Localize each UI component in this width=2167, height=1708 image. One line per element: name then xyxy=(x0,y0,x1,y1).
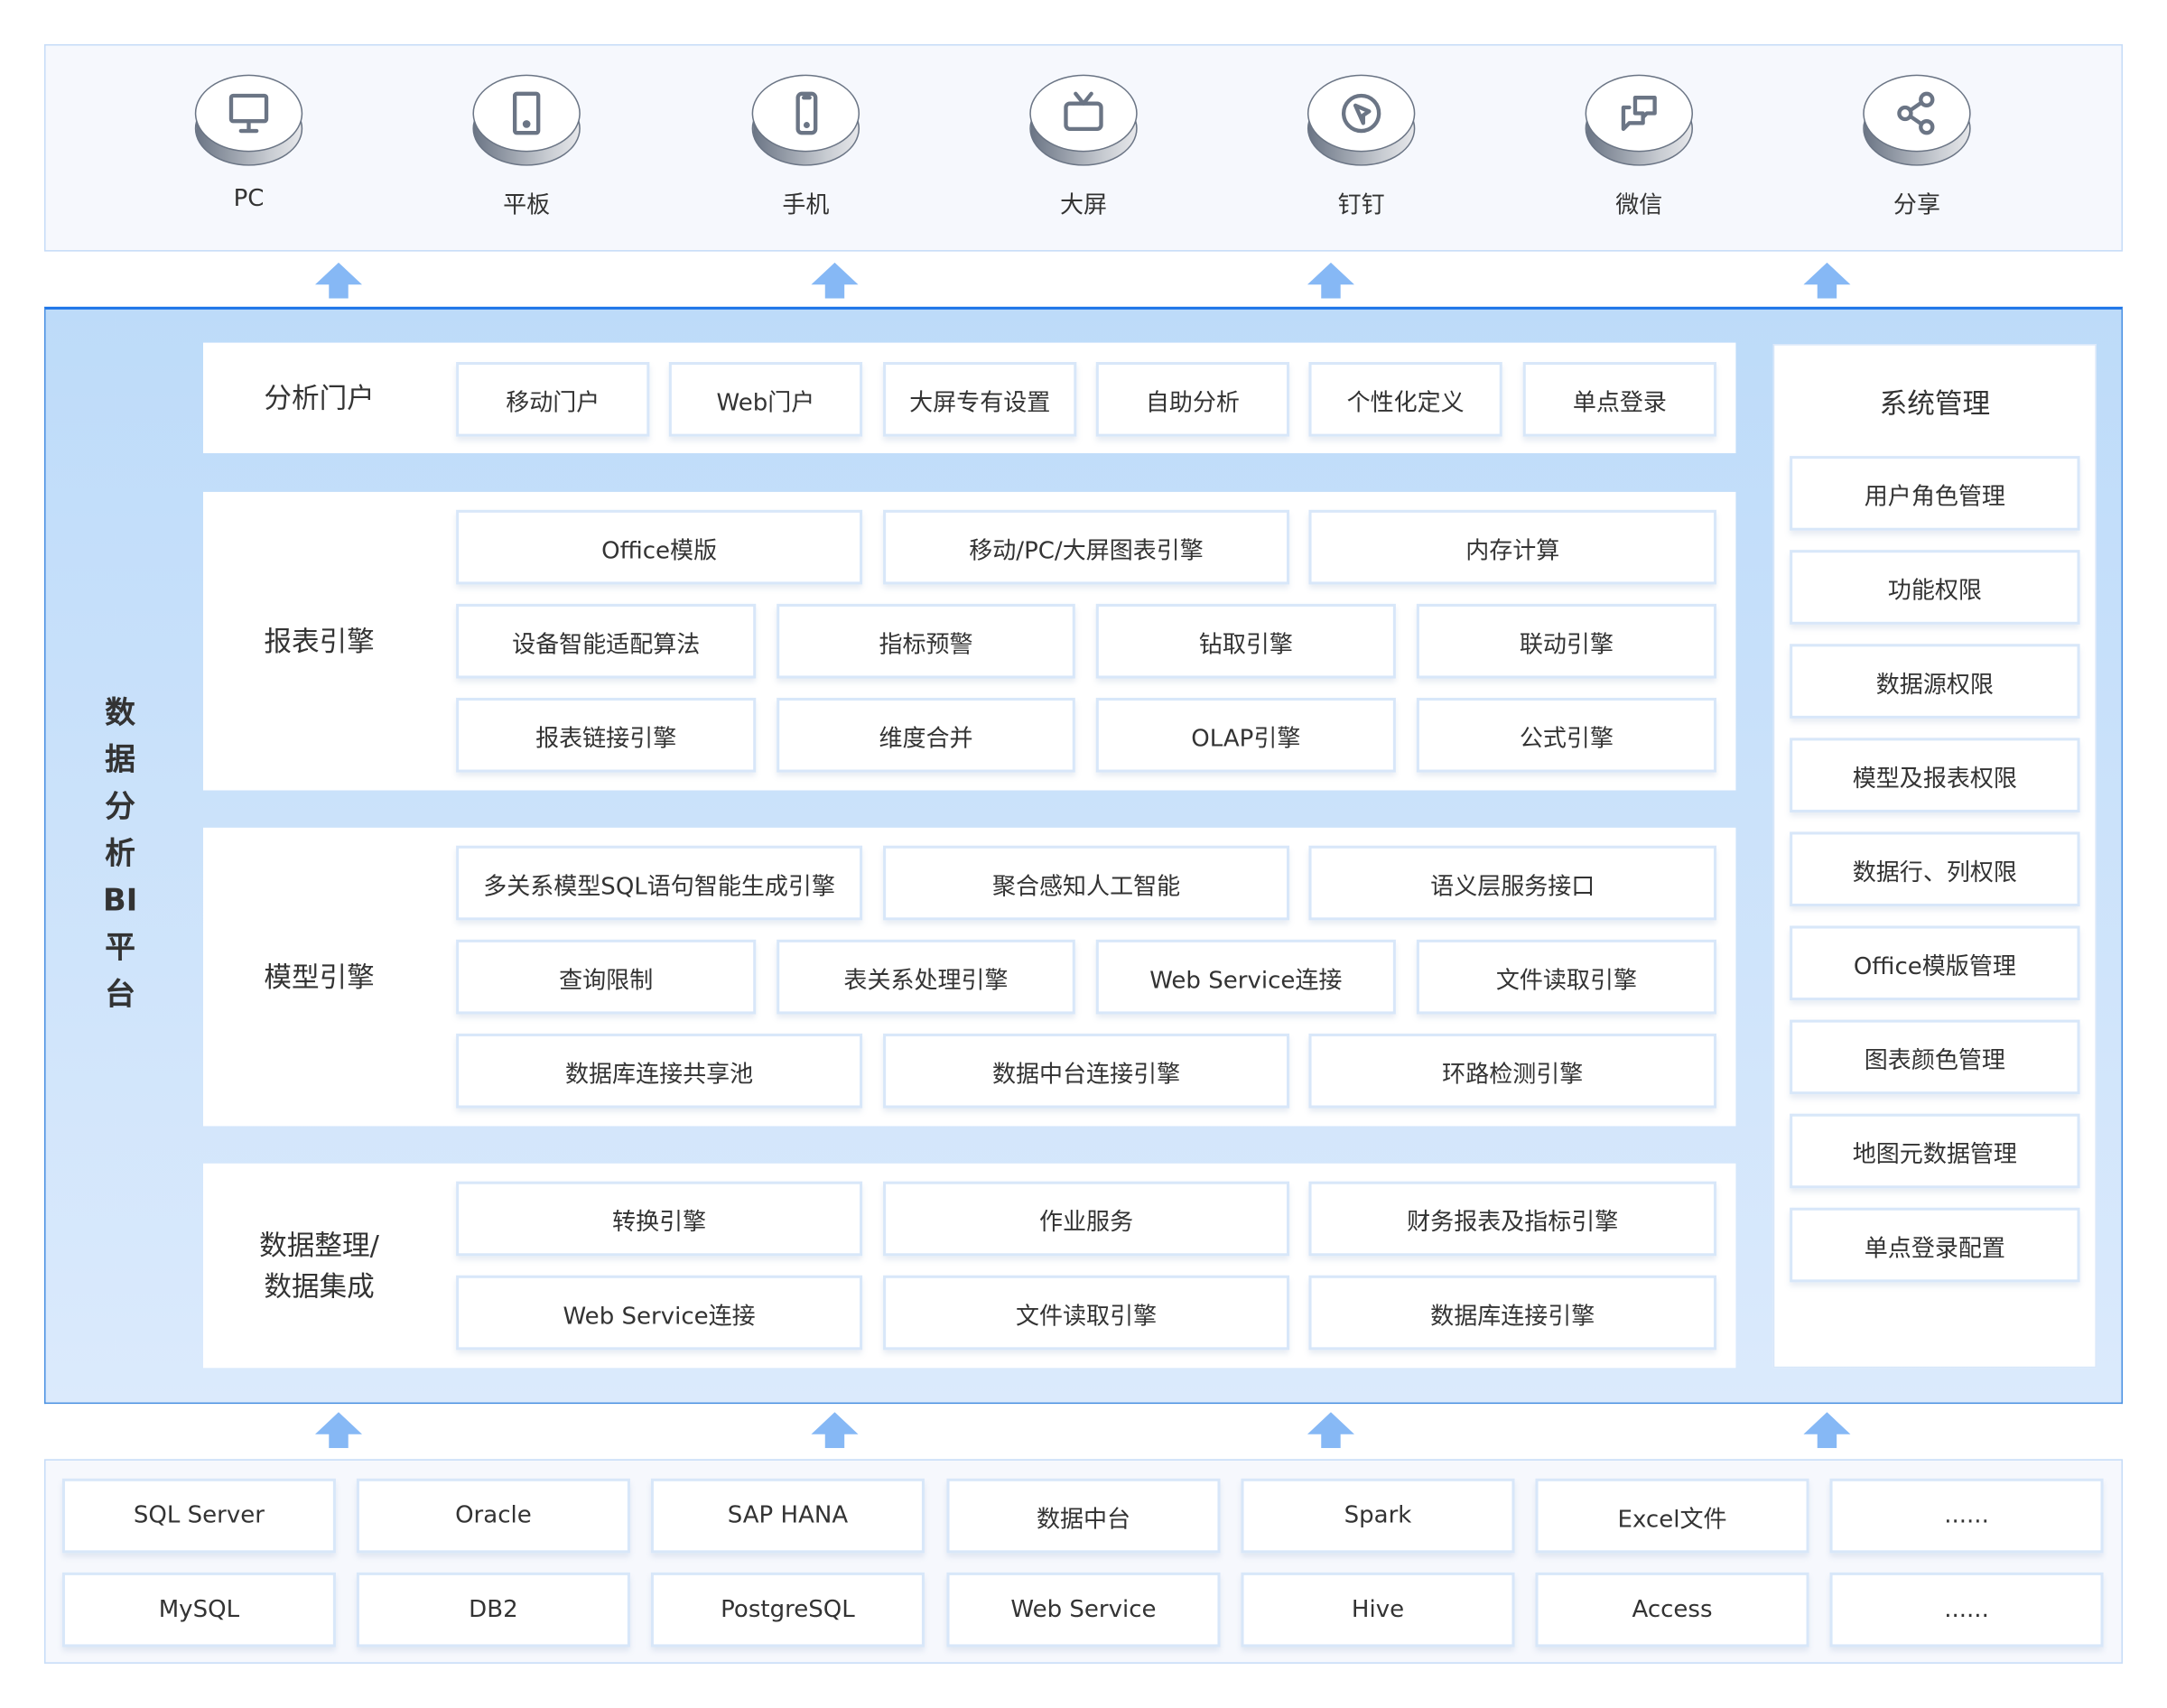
device-label: PC xyxy=(233,185,265,213)
system-management-title: 系统管理 xyxy=(1879,386,1991,421)
module-box: 财务报表及指标引擎 xyxy=(1308,1181,1717,1257)
module-box: 移动/PC/大屏图表引擎 xyxy=(883,509,1290,585)
module-box: 多关系模型SQL语句智能生成引擎 xyxy=(456,845,863,921)
module-box: 环路检测引擎 xyxy=(1308,1033,1717,1109)
section-label: 报表引擎 xyxy=(264,624,375,658)
module-box: 维度合并 xyxy=(777,697,1075,773)
data-source-box: Access xyxy=(1535,1572,1809,1648)
device-label: 钉钉 xyxy=(1337,191,1385,220)
chat-icon xyxy=(1585,74,1693,166)
system-item: 用户角色管理 xyxy=(1790,456,2080,531)
module-box: 内存计算 xyxy=(1308,509,1717,585)
up-arrow-icon xyxy=(314,262,363,299)
system-item: Office模版管理 xyxy=(1790,925,2080,1001)
device-label: 微信 xyxy=(1615,191,1663,220)
module-box: 查询限制 xyxy=(456,939,757,1015)
module-box: 公式引擎 xyxy=(1416,697,1717,773)
data-source-box: Web Service xyxy=(946,1572,1221,1648)
module-box: 钻取引擎 xyxy=(1095,603,1396,679)
module-box: 单点登录 xyxy=(1522,362,1717,437)
system-item: 数据源权限 xyxy=(1790,644,2080,719)
module-box: 数据中台连接引擎 xyxy=(883,1033,1290,1109)
data-source-box: DB2 xyxy=(356,1572,630,1648)
module-box: 文件读取引擎 xyxy=(883,1275,1290,1351)
module-box: 聚合感知人工智能 xyxy=(883,845,1290,921)
platform-title: 数 据 分 析 BI 平 台 xyxy=(103,696,138,1013)
module-box: 移动门户 xyxy=(456,362,650,437)
section-label: 数据整理/ 数据集成 xyxy=(259,1228,379,1304)
module-box: Office模版 xyxy=(456,509,863,585)
module-box: Web门户 xyxy=(668,362,863,437)
module-box: 设备智能适配算法 xyxy=(456,603,757,679)
system-item: 功能权限 xyxy=(1790,550,2080,625)
data-source-box: SAP HANA xyxy=(650,1478,925,1554)
module-box: 转换引擎 xyxy=(456,1181,863,1257)
data-source-box: Oracle xyxy=(356,1478,630,1554)
module-box: 指标预警 xyxy=(777,603,1075,679)
up-arrow-icon xyxy=(1307,1412,1354,1449)
device-1: 平板 xyxy=(471,74,581,220)
system-item: 地图元数据管理 xyxy=(1790,1113,2080,1189)
share-icon xyxy=(1863,74,1971,166)
module-box: 报表链接引擎 xyxy=(456,697,757,773)
dingtalk-icon xyxy=(1307,74,1416,166)
data-source-box: SQL Server xyxy=(61,1478,336,1554)
monitor-icon xyxy=(194,74,303,166)
up-arrow-icon xyxy=(811,262,859,299)
module-box: 自助分析 xyxy=(1095,362,1290,437)
up-arrow-icon xyxy=(811,1412,859,1449)
device-4: 钉钉 xyxy=(1306,74,1416,220)
section-label: 分析门户 xyxy=(264,381,375,415)
module-box: Web Service连接 xyxy=(456,1275,863,1351)
data-source-box: MySQL xyxy=(61,1572,336,1648)
module-box: OLAP引擎 xyxy=(1095,697,1396,773)
module-box: 数据库连接共享池 xyxy=(456,1033,863,1109)
up-arrow-icon xyxy=(314,1412,363,1449)
up-arrow-icon xyxy=(1803,262,1851,299)
system-item: 数据行、列权限 xyxy=(1790,831,2080,907)
system-item: 单点登录配置 xyxy=(1790,1207,2080,1283)
tv-icon xyxy=(1029,74,1138,166)
module-box: 表关系处理引擎 xyxy=(777,939,1075,1015)
data-source-box: Excel文件 xyxy=(1535,1478,1809,1554)
device-3: 大屏 xyxy=(1028,74,1139,220)
system-item: 模型及报表权限 xyxy=(1790,738,2080,812)
module-box: 大屏专有设置 xyxy=(883,362,1077,437)
module-box: Web Service连接 xyxy=(1095,939,1396,1015)
device-label: 平板 xyxy=(503,191,551,220)
module-box: 联动引擎 xyxy=(1416,603,1717,679)
data-source-box: 数据中台 xyxy=(946,1478,1221,1554)
device-label: 分享 xyxy=(1893,191,1940,220)
tablet-icon xyxy=(472,74,581,166)
data-source-box: ...... xyxy=(1829,1572,2104,1648)
data-source-box: PostgreSQL xyxy=(650,1572,925,1648)
module-box: 个性化定义 xyxy=(1308,362,1502,437)
up-arrow-icon xyxy=(1307,262,1354,299)
device-0: PC xyxy=(193,74,303,213)
phone-icon xyxy=(751,74,860,166)
data-source-box: Hive xyxy=(1241,1572,1515,1648)
system-item: 图表颜色管理 xyxy=(1790,1019,2080,1095)
device-5: 微信 xyxy=(1584,74,1694,220)
device-label: 手机 xyxy=(782,191,830,220)
device-label: 大屏 xyxy=(1059,191,1108,220)
data-source-box: Spark xyxy=(1241,1478,1515,1554)
section-label: 模型引擎 xyxy=(264,960,375,994)
device-6: 分享 xyxy=(1862,74,1972,220)
module-box: 数据库连接引擎 xyxy=(1308,1275,1717,1351)
up-arrow-icon xyxy=(1803,1412,1851,1449)
module-box: 语义层服务接口 xyxy=(1308,845,1717,921)
data-source-box: ...... xyxy=(1829,1478,2104,1554)
module-box: 文件读取引擎 xyxy=(1416,939,1717,1015)
module-box: 作业服务 xyxy=(883,1181,1290,1257)
device-2: 手机 xyxy=(750,74,860,220)
